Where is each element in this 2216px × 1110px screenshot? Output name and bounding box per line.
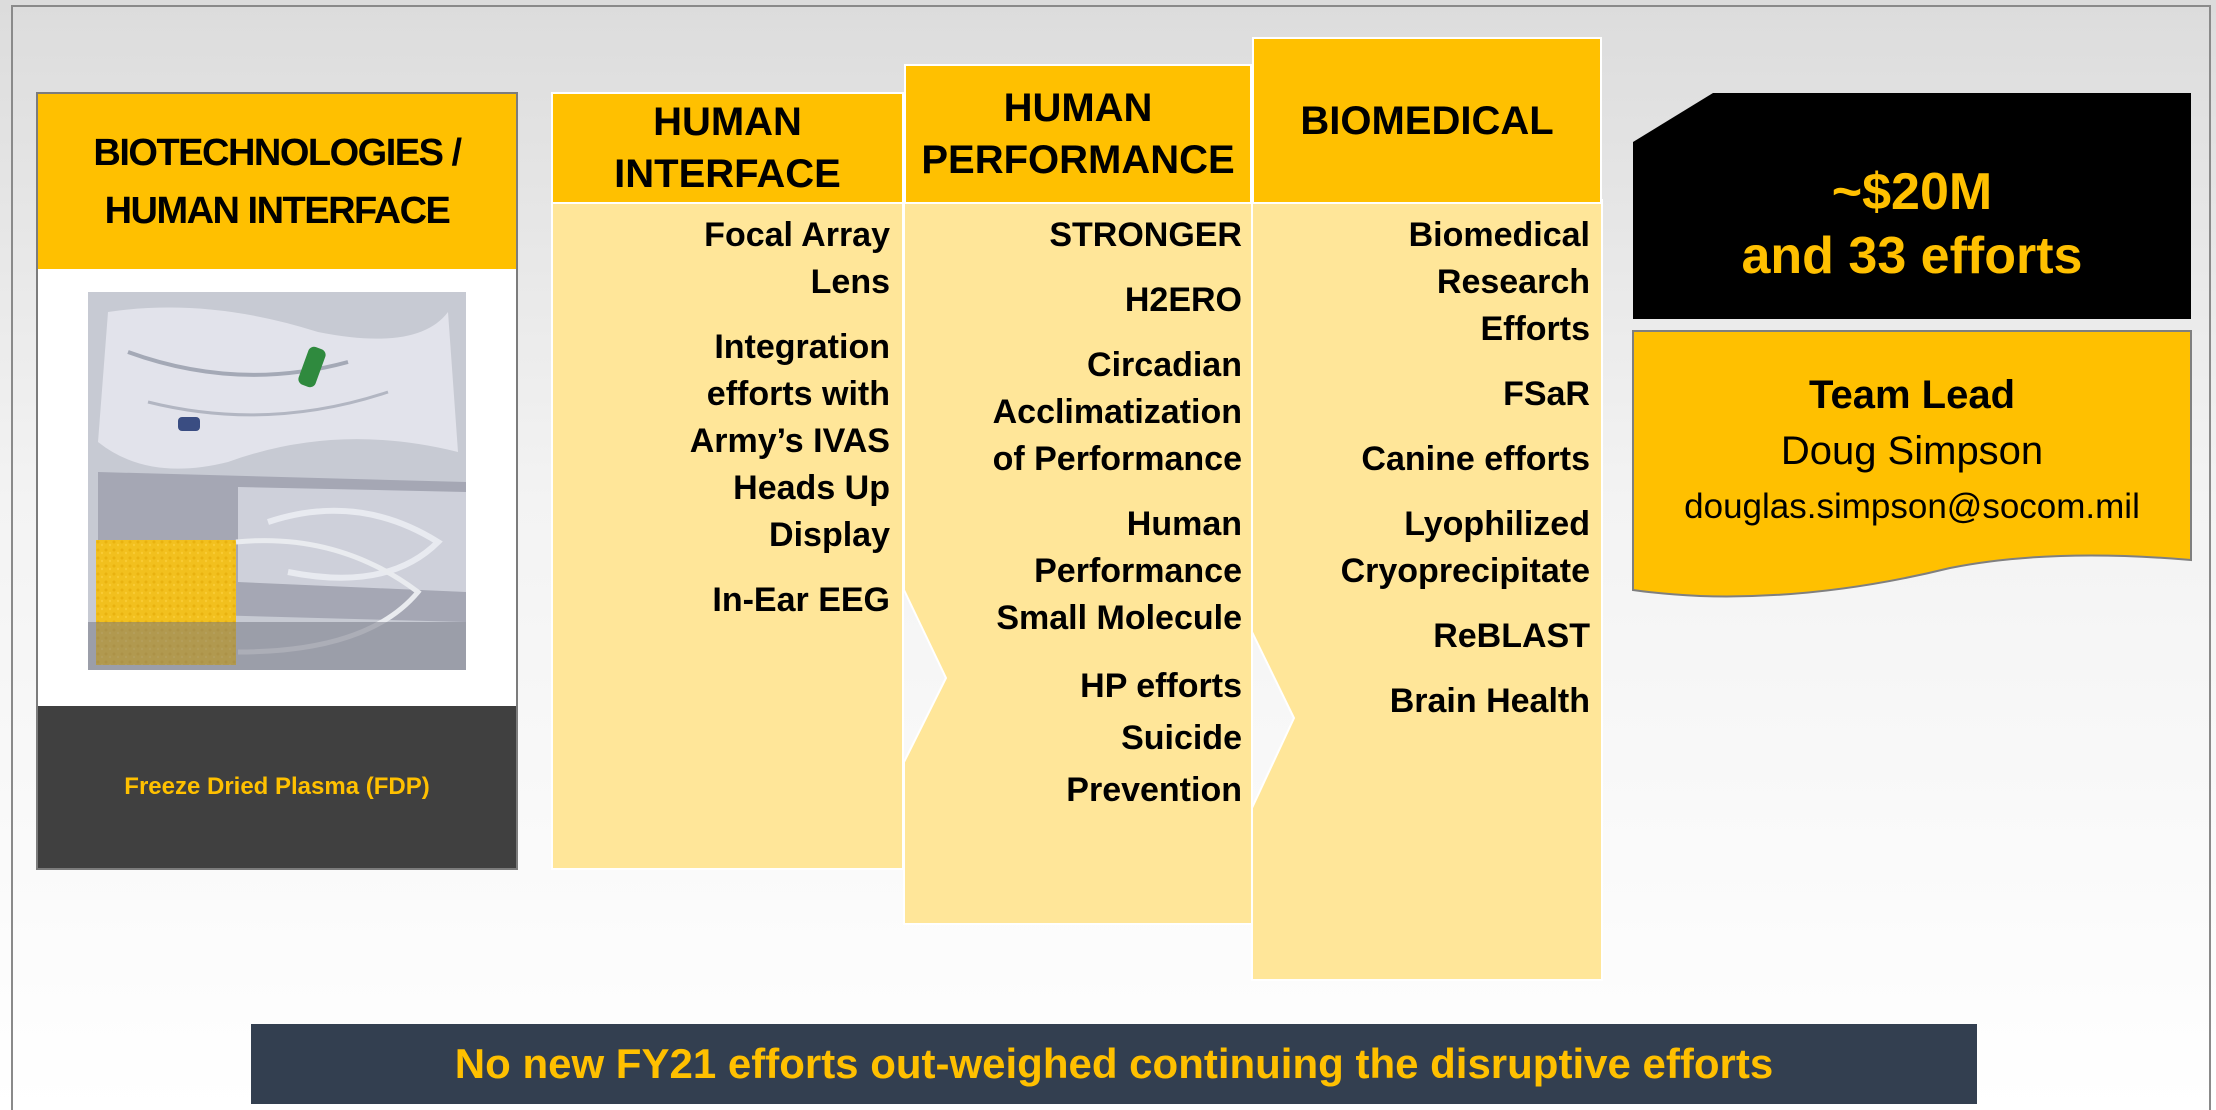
plasma-bag-image [88,292,466,670]
list-item: Lyophilized Cryoprecipitate [1340,505,1590,590]
bottom-banner: No new FY21 efforts out-weighed continui… [251,1024,1977,1104]
plasma-photo [88,292,466,670]
team-lead-label: Team Lead [1809,373,2015,417]
portfolio-card: BIOTECHNOLOGIES / HUMAN INTERFACE [36,92,518,870]
list-item: HP efforts Suicide Prevention [1066,667,1242,809]
list-item: Integration efforts with Army’s IVAS Hea… [689,328,890,554]
portfolio-caption: Freeze Dried Plasma (FDP) [38,706,516,868]
list-item: Brain Health [1389,682,1590,720]
biomedical-header: BIOMEDICAL [1252,37,1602,204]
list-item: Human Performance Small Molecule [996,505,1242,637]
human-interface-header: HUMAN INTERFACE [551,92,904,204]
list-item: Biomedical Research Efforts [1408,216,1590,348]
list-item: In-Ear EEG [712,581,890,619]
team-lead-email[interactable]: douglas.simpson@socom.mil [1684,487,2140,526]
list-item: Focal Array Lens [704,216,890,301]
list-item: H2ERO [1124,281,1242,319]
list-item: FSaR [1503,375,1590,413]
slide-frame [11,5,2211,1110]
human-performance-title: HUMAN PERFORMANCE [921,86,1235,182]
biomedical-column [1251,199,1603,981]
funding-summary: ~$20M and 33 efforts [1633,160,2191,288]
funding-shape [1633,93,2191,319]
human-interface-column [551,92,904,870]
list-item: ReBLAST [1433,617,1590,655]
human-interface-list: Focal Array Lens Integration efforts wit… [560,212,890,642]
list-item: STRONGER [1049,216,1242,254]
biomedical-title: BIOMEDICAL [1300,98,1554,143]
list-item: Canine efforts [1361,440,1590,478]
human-interface-title: HUMAN INTERFACE [614,100,841,196]
team-lead-name: Doug Simpson [1780,429,2044,473]
portfolio-title: BIOTECHNOLOGIES / HUMAN INTERFACE [38,94,516,269]
list-item: Circadian Acclimatization of Performance [992,346,1242,478]
funding-amount: ~$20M [1831,163,1993,221]
team-lead-shape [1632,330,2192,598]
funding-efforts: and 33 efforts [1741,227,2083,285]
banner-text: No new FY21 efforts out-weighed continui… [454,1040,1774,1087]
team-lead-info: Team Lead Doug Simpson douglas.simpson@s… [1633,367,2191,535]
human-performance-list: STRONGER H2ERO Circadian Acclimatization… [920,212,1242,834]
human-performance-header: HUMAN PERFORMANCE [904,64,1252,204]
biomedical-list: Biomedical Research Efforts FSaR Canine … [1270,212,1590,743]
